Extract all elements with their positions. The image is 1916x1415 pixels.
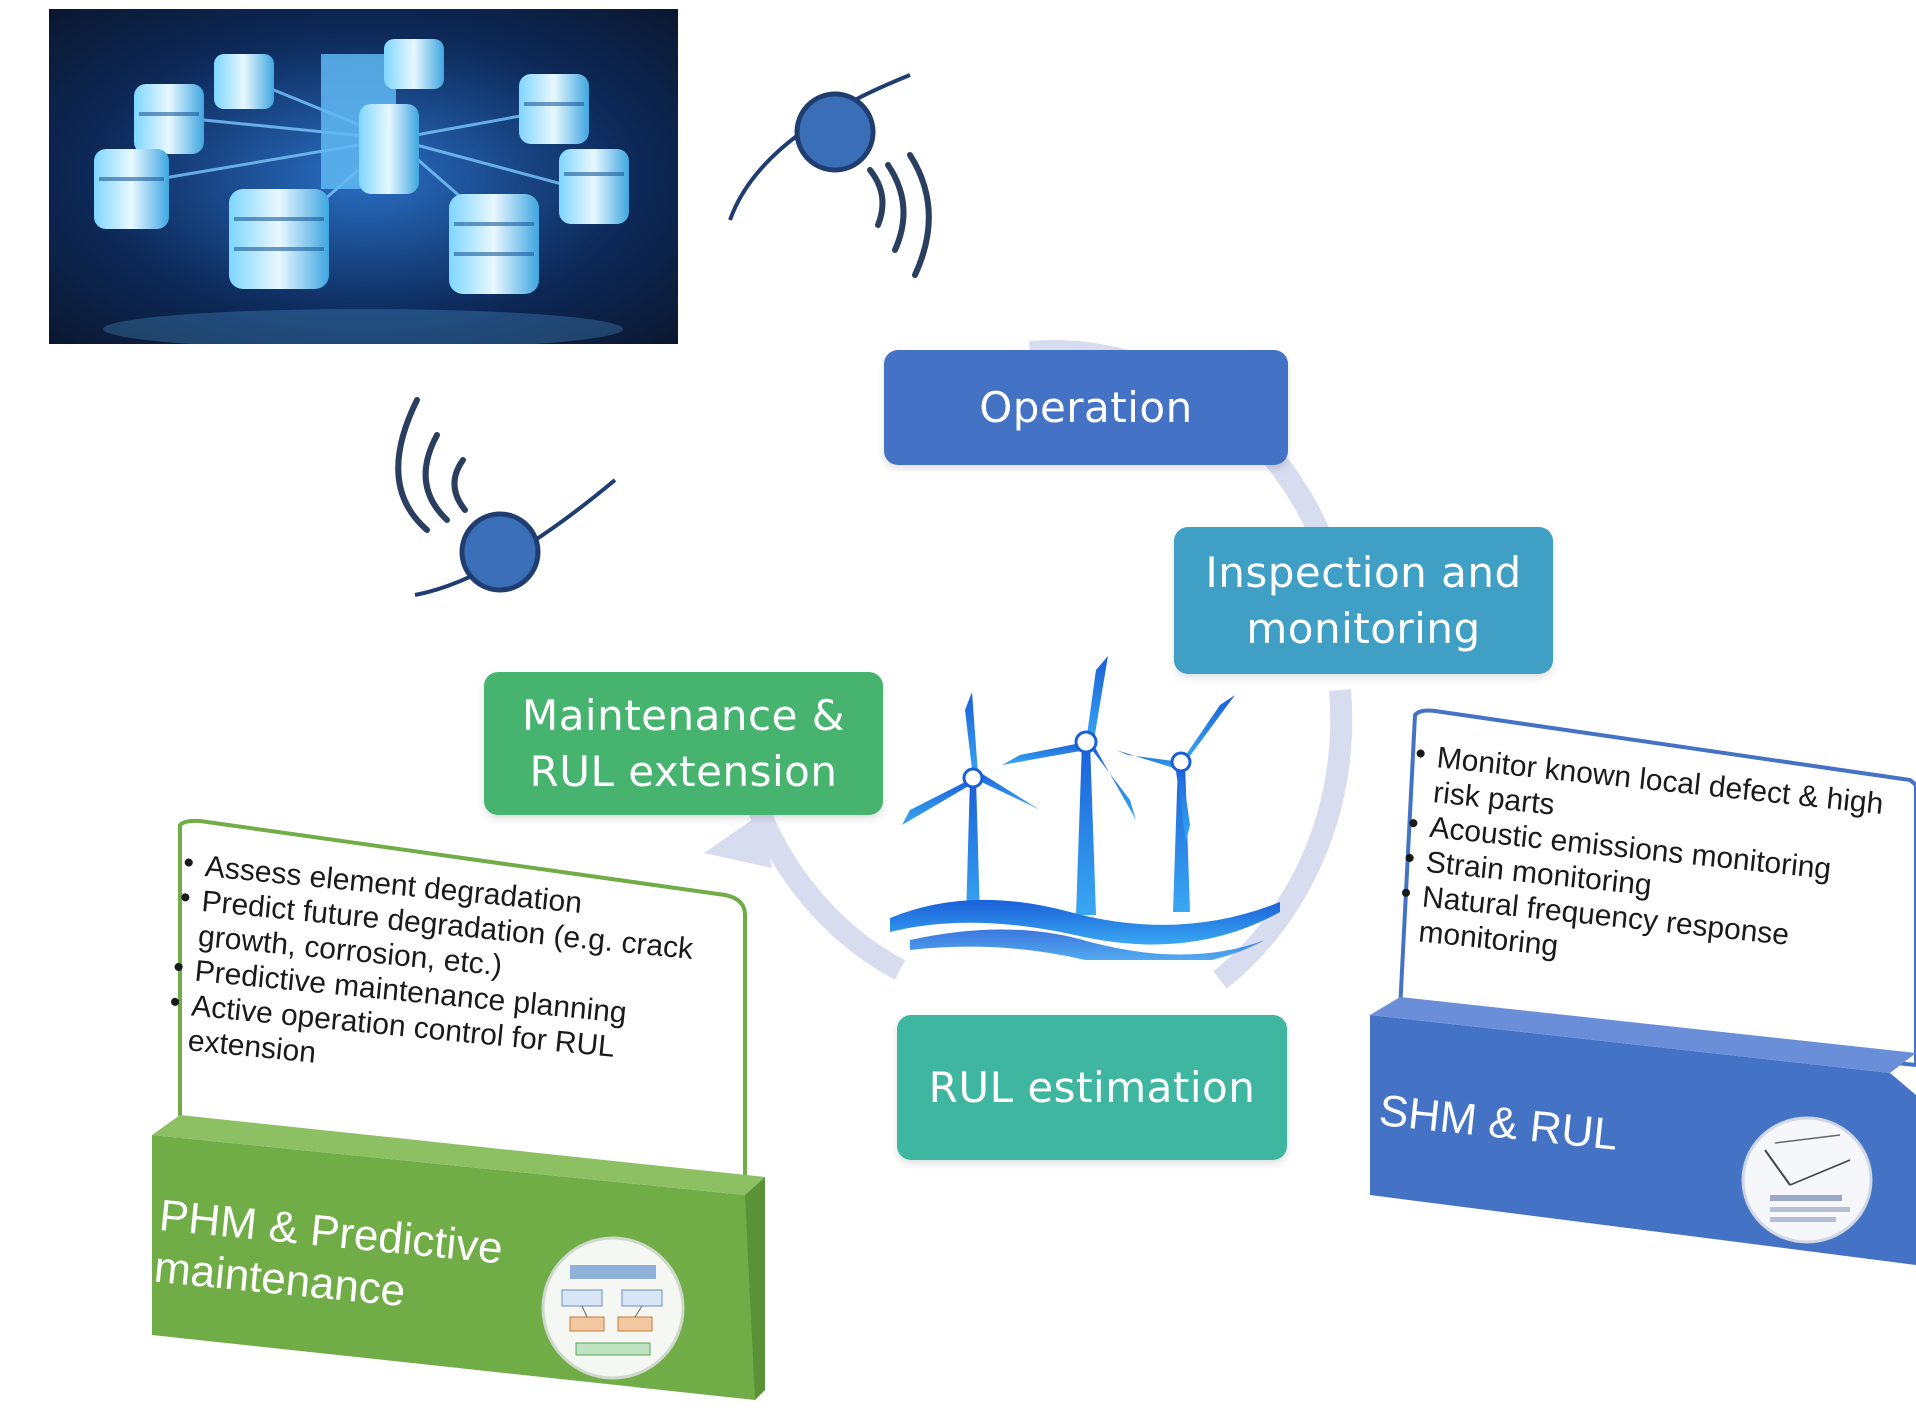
satellite-signal-icon — [395, 397, 617, 597]
wind-turbine-icon — [890, 656, 1280, 967]
diagram-thumbnail-icon — [541, 1236, 685, 1380]
wind-turbines-illustration — [890, 650, 1280, 967]
shm-rul-panel: Monitor known local defect & high risk p… — [1370, 705, 1916, 1265]
shm-diagram-thumbnail — [1740, 1115, 1875, 1245]
phm-predictive-maintenance-panel: Assess element degradation Predict futur… — [140, 815, 780, 1415]
stage-inspection-monitoring: Inspection and monitoring — [1174, 527, 1553, 674]
stage-maintenance-label: Maintenance & RUL extension — [521, 690, 846, 796]
stage-rul-estimation: RUL estimation — [897, 1015, 1287, 1160]
satellite-signal-top — [700, 45, 1000, 305]
phm-diagram-thumbnail — [540, 1235, 686, 1381]
stage-rul-label: RUL estimation — [928, 1062, 1256, 1112]
satellite-signal-icon — [728, 73, 932, 278]
stage-operation: Operation — [884, 350, 1288, 465]
satellite-signal-left — [345, 380, 645, 630]
data-center-image — [49, 9, 678, 344]
stage-inspection-label: Inspection and monitoring — [1205, 547, 1522, 653]
diagram-thumbnail-icon — [1741, 1116, 1873, 1244]
stage-maintenance-rul-extension: Maintenance & RUL extension — [484, 672, 883, 815]
stage-operation-label: Operation — [979, 382, 1193, 432]
database-server-icon — [49, 9, 678, 344]
